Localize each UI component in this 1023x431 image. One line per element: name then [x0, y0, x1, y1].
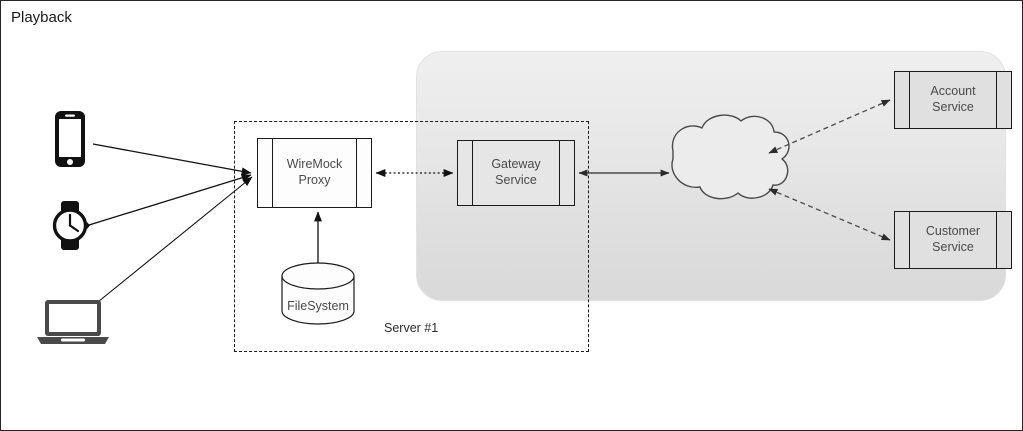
node-left-bar [909, 212, 910, 268]
connector-laptop-to-proxy [92, 176, 253, 307]
node-left-bar [272, 139, 273, 207]
node-right-bar [996, 72, 997, 128]
connector-watch-to-proxy [88, 173, 252, 226]
node-gateway-service[interactable]: Gateway Service [457, 140, 575, 206]
node-label-filesystem: FileSystem [287, 299, 349, 313]
node-label-gateway-service: Gateway Service [491, 157, 541, 187]
node-filesystem[interactable]: FileSystem [282, 263, 354, 329]
node-account-service[interactable]: Account Service [894, 71, 1012, 129]
connector-phone-to-proxy [92, 143, 252, 176]
node-right-bar [996, 212, 997, 268]
node-right-bar [559, 141, 560, 205]
server-boundary-label: Server #1 [384, 321, 439, 335]
node-wiremock-proxy[interactable]: WireMock Proxy [257, 138, 372, 208]
node-label-wiremock-proxy: WireMock Proxy [286, 157, 343, 187]
node-left-bar [472, 141, 473, 205]
node-label-account-service: Account Service [930, 84, 976, 114]
node-customer-service[interactable]: Customer Service [894, 211, 1012, 269]
smartwatch-icon [52, 201, 90, 250]
node-label-customer-service: Customer Service [925, 224, 981, 254]
laptop-icon [37, 300, 109, 344]
page-title: Playback [11, 9, 72, 26]
node-left-bar [909, 72, 910, 128]
smartphone-icon [55, 111, 85, 167]
node-right-bar [356, 139, 357, 207]
